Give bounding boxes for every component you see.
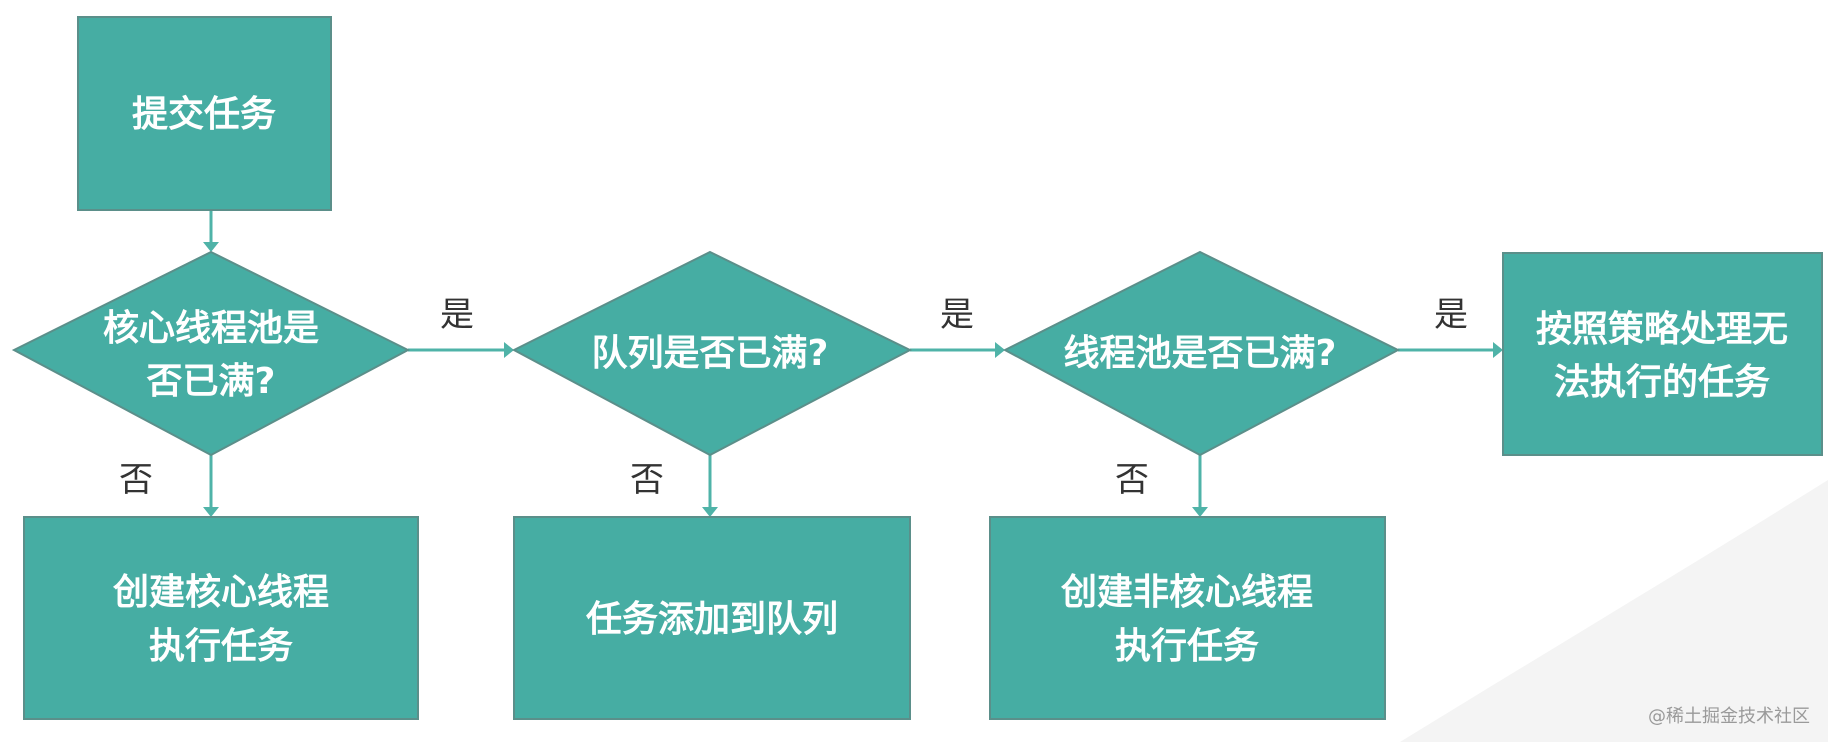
edge-queue-yes-to-pool: 是 [910, 295, 1005, 358]
node-enqueue-task: 任务添加到队列 [513, 516, 911, 720]
node-reject-policy: 按照策略处理无 法执行的任务 [1502, 252, 1823, 456]
node-pool-full-label: 线程池是否已满? [1064, 333, 1337, 374]
node-submit-task: 提交任务 [77, 16, 332, 211]
node-queue-full: 队列是否已满? [511, 250, 913, 457]
edge-label-yes-1: 是 [440, 295, 474, 335]
edge-submit-to-core [203, 210, 219, 252]
edge-queue-no-to-enqueue: 否 [630, 455, 718, 517]
node-core-pool-full-label-1: 核心线程池是 [103, 308, 319, 349]
node-reject-policy-label-1: 按照策略处理无 [1536, 309, 1788, 350]
edge-label-yes-2: 是 [940, 295, 974, 335]
node-reject-policy-label-2: 法执行的任务 [1554, 362, 1770, 403]
node-create-core-thread: 创建核心线程 执行任务 [23, 516, 419, 720]
node-core-pool-full: 核心线程池是 否已满? [11, 250, 411, 457]
node-create-noncore-thread-label-1: 创建非核心线程 [1061, 572, 1313, 613]
node-create-noncore-thread: 创建非核心线程 执行任务 [989, 516, 1386, 720]
edge-core-yes-to-queue: 是 [408, 295, 514, 358]
edge-label-yes-3: 是 [1434, 295, 1468, 335]
edge-label-no-2: 否 [630, 460, 664, 500]
node-submit-task-label: 提交任务 [132, 93, 276, 135]
node-enqueue-task-label: 任务添加到队列 [586, 599, 838, 640]
node-create-core-thread-label-1: 创建核心线程 [113, 572, 329, 613]
edge-label-no-3: 否 [1115, 460, 1149, 500]
node-core-pool-full-label-2: 否已满? [147, 361, 276, 402]
node-queue-full-label: 队列是否已满? [592, 333, 829, 374]
edge-label-no-1: 否 [119, 460, 153, 500]
edge-core-no-to-create-core: 否 [119, 455, 219, 517]
edge-pool-no-to-create-noncore: 否 [1115, 455, 1208, 517]
edge-pool-yes-to-reject: 是 [1398, 295, 1503, 358]
background-shade [1400, 480, 1828, 742]
node-create-core-thread-label-2: 执行任务 [149, 626, 293, 667]
watermark-text: @稀土掘金技术社区 [1648, 706, 1810, 727]
node-pool-full: 线程池是否已满? [1002, 250, 1401, 457]
node-create-noncore-thread-label-2: 执行任务 [1115, 626, 1259, 667]
